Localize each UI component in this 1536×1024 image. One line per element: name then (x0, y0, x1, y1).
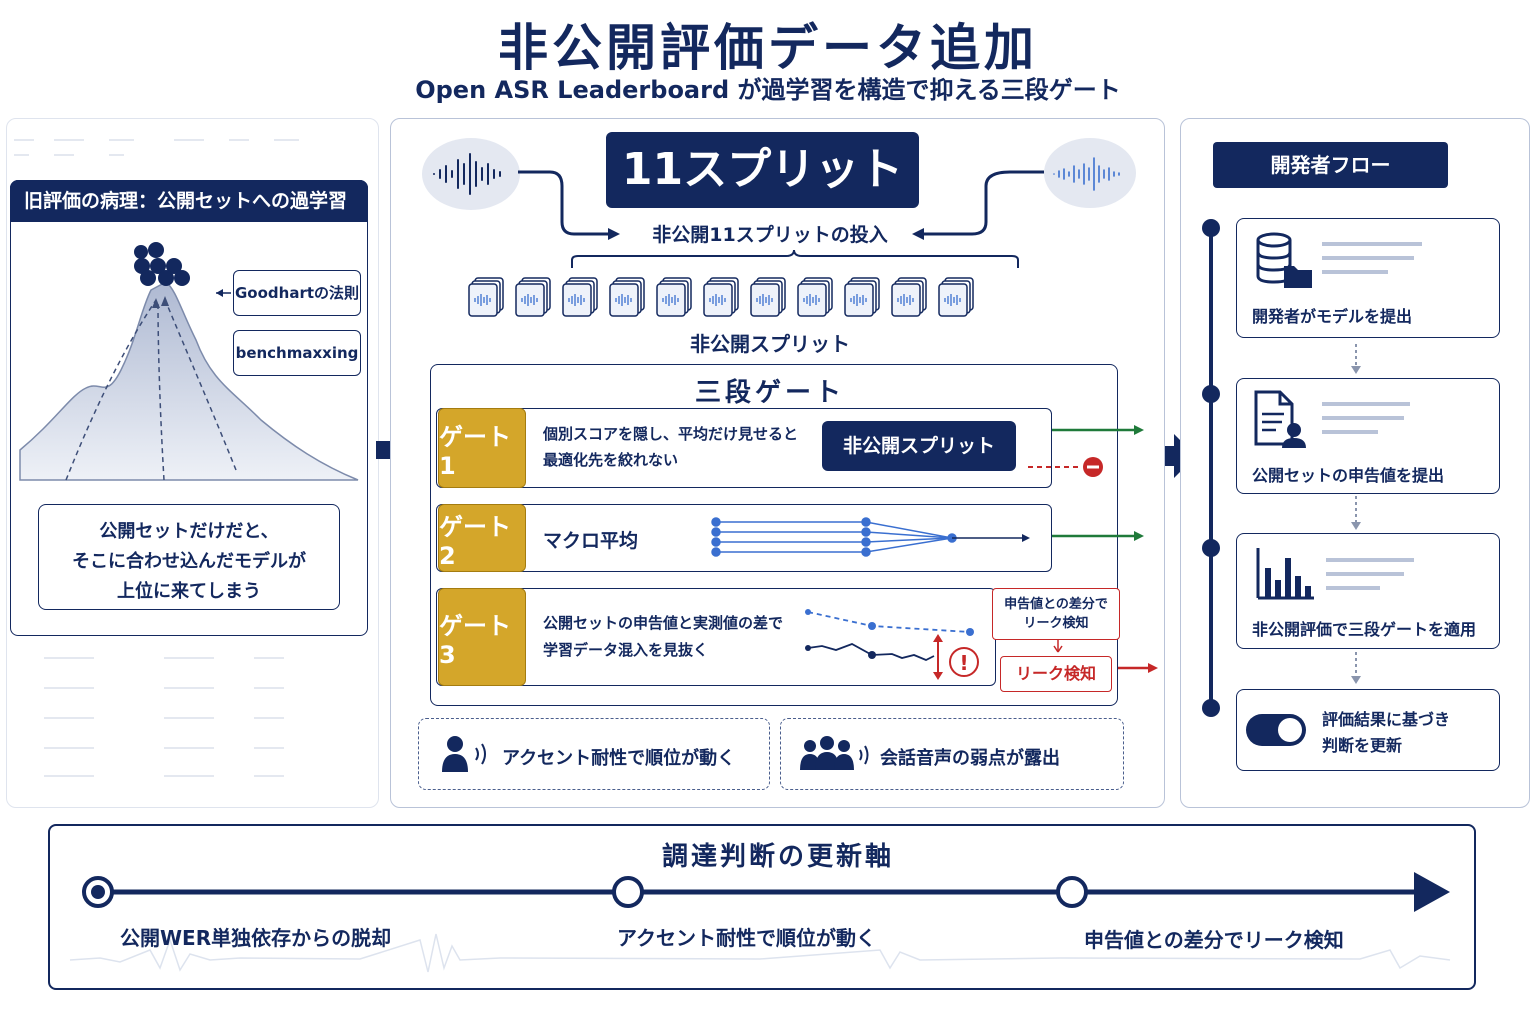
waveform-icon-left (433, 153, 501, 195)
audio-file-icon (891, 277, 927, 317)
split-tile (937, 276, 977, 318)
gate2-text: マクロ平均 (543, 530, 639, 552)
tag-benchmaxxing: benchmaxxing (233, 330, 361, 376)
gate2-label: ゲート2 (438, 504, 526, 572)
page-subtitle: Open ASR Leaderboard が過学習を構造で抑える三段ゲート (415, 76, 1121, 104)
gate1-label: ゲート1 (438, 408, 526, 488)
person-sound-icon (442, 736, 486, 772)
gate3-label: ゲート3 (438, 588, 526, 686)
bar-chart-icon (1256, 548, 1314, 600)
splits-brace (571, 249, 1019, 268)
gate1-text: 個別スコアを隠し、平均だけ見せると 最適化先を絞れない (543, 425, 799, 469)
audio-file-icon (609, 277, 645, 317)
gates-title: 三段ゲート (694, 378, 845, 408)
right-heading: 開発者フロー (1213, 142, 1448, 188)
split-tile (749, 276, 789, 318)
split-tile (796, 276, 836, 318)
waveform-icon-right (1053, 157, 1120, 191)
splits-badge: 11スプリット (606, 132, 919, 208)
tag-goodhart: Goodhartの法則 (233, 270, 361, 316)
left-note: 公開セットだけだと、 そこに合わせ込んだモデルが 上位に来てしまう (38, 504, 340, 610)
gate1-badge: 非公開スプリット (822, 421, 1016, 471)
document-user-icon (1254, 390, 1306, 448)
toggle-icon[interactable] (1244, 712, 1308, 748)
milestone-3: 申告値との差分でリーク検知 (1084, 928, 1344, 952)
flow-step-4-text: 評価結果に基づき 判断を更新 (1322, 710, 1451, 755)
database-icon (1256, 232, 1312, 288)
inject-label: 非公開11スプリットの投入 (652, 224, 888, 246)
split-tile (561, 276, 601, 318)
text-lines-1 (1322, 242, 1422, 274)
page-title: 非公開評価データ追加 (498, 19, 1038, 77)
audio-file-icon (515, 277, 551, 317)
audio-file-icon (844, 277, 880, 317)
svg-text:!: ! (959, 651, 968, 675)
faint-grid-lower (44, 657, 284, 777)
audio-file-icon (750, 277, 786, 317)
faint-waveform (69, 933, 1451, 973)
procurement-timeline (82, 872, 1450, 912)
milestone-2: アクセント耐性で順位が動く (617, 926, 876, 950)
split-tile (467, 276, 507, 318)
developer-flow-timeline (1202, 219, 1220, 717)
flow-step-update-decision (1236, 689, 1500, 771)
left-heading: 旧評価の病理：公開セットへの過学習 (10, 180, 368, 222)
gate3-text: 公開セットの申告値と実測値の差で 学習データ混入を見抜く (543, 614, 784, 659)
inject-arrows (518, 170, 1044, 240)
leak-alert-badge: リーク検知 (1000, 656, 1112, 692)
milestone-1: 公開WER単独依存からの脱却 (120, 926, 392, 950)
splits-label: 非公開スプリット (690, 332, 850, 356)
flow-step-submit-model (1236, 218, 1500, 338)
split-tile (608, 276, 648, 318)
effect-conversation-text: 会話音声の弱点が露出 (880, 748, 1060, 769)
callout-connector (1053, 640, 1063, 653)
procurement-axis-title: 調達判断の更新軸 (661, 842, 894, 872)
group-sound-icon (800, 736, 869, 770)
text-lines-2 (1322, 402, 1410, 434)
gate3-arrow (1118, 663, 1158, 673)
effect-accent-text: アクセント耐性で順位が動く (502, 748, 736, 769)
audio-file-icon (703, 277, 739, 317)
effect-accent (418, 718, 770, 790)
gate3-row (436, 588, 996, 686)
gate3-comparison-lines: ! (805, 609, 979, 680)
audio-file-icon (797, 277, 833, 317)
split-tile (702, 276, 742, 318)
split-tile (843, 276, 883, 318)
flow-step-3-text: 非公開評価で三段ゲートを適用 (1252, 620, 1477, 639)
gate1-arrows (1028, 425, 1144, 477)
alert-icon (949, 647, 979, 677)
split-tile (890, 276, 930, 318)
split-tile (655, 276, 695, 318)
effect-conversation (780, 718, 1124, 790)
audio-file-icon (562, 277, 598, 317)
flow-step-2-text: 公開セットの申告値を提出 (1252, 466, 1445, 485)
audio-file-icon (938, 277, 974, 317)
audio-file-icon (468, 277, 504, 317)
gate3-callout: 申告値との差分で リーク検知 (992, 588, 1120, 640)
text-lines-3 (1326, 558, 1414, 590)
split-tile (514, 276, 554, 318)
audio-file-icon (656, 277, 692, 317)
procurement-axis-panel (48, 824, 1476, 990)
step-connectors (1351, 344, 1361, 684)
macro-average-diagram (711, 517, 1030, 557)
faint-grid (14, 139, 299, 156)
gate2-arrow (1052, 531, 1144, 541)
flow-step-1-text: 開発者がモデルを提出 (1252, 307, 1413, 326)
mountain-illustration (19, 242, 359, 481)
